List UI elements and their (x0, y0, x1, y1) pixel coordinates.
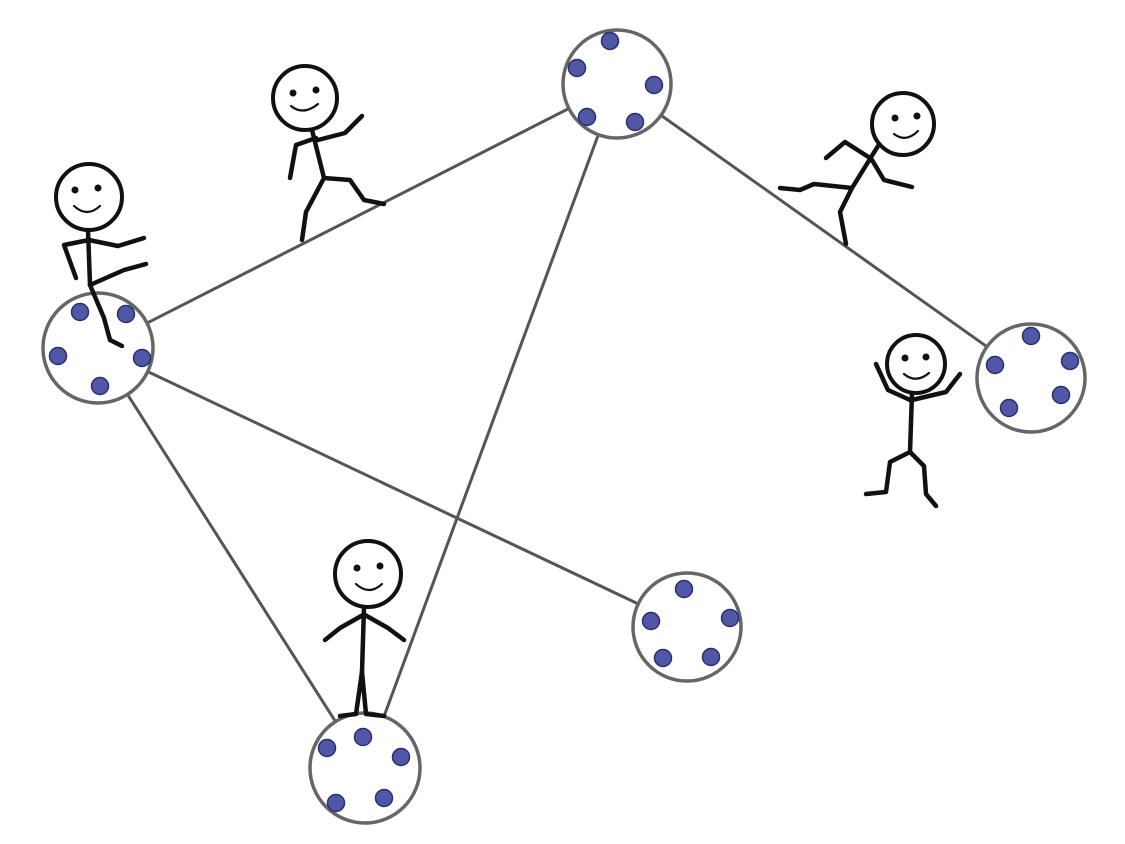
figure-layer (54, 64, 963, 719)
node-dot (391, 747, 411, 767)
network-node-1 (561, 28, 673, 140)
node-dot (326, 793, 346, 813)
edge-4 (96, 346, 689, 629)
node-dot (48, 346, 68, 366)
stick-figure-jumping (863, 333, 963, 509)
node-dot (116, 304, 136, 324)
node-dot (1060, 351, 1080, 371)
stick-figure-running-left (271, 64, 387, 243)
network-node-3 (975, 322, 1087, 434)
node-dot (674, 579, 694, 599)
node-dot (317, 738, 337, 758)
node-dot (90, 376, 110, 396)
node-dot (600, 31, 620, 51)
node-dot (720, 608, 740, 628)
node-dot (567, 58, 587, 78)
edge-2 (615, 82, 1033, 380)
node-dot (644, 75, 664, 95)
network-node-5 (308, 711, 422, 825)
node-dot (1051, 385, 1071, 405)
network-node-4 (631, 571, 743, 683)
stick-figure-standing (322, 539, 407, 719)
node-dot (1021, 326, 1041, 346)
stick-figure-kicking (54, 162, 149, 349)
node-dot (625, 112, 645, 132)
node-dot (577, 107, 597, 127)
edge-5 (96, 346, 367, 770)
node-dot (999, 398, 1019, 418)
node-dot (701, 647, 721, 667)
node-dot (353, 727, 373, 747)
node-dot (70, 302, 90, 322)
node-dot (985, 355, 1005, 375)
node-dot (641, 611, 661, 631)
network-node-2 (41, 291, 155, 405)
node-dot (653, 648, 673, 668)
stick-figure-climbing (777, 91, 936, 247)
node-dot (132, 348, 152, 368)
node-layer (41, 28, 1087, 825)
edge-1 (96, 82, 619, 350)
node-dot (374, 788, 394, 808)
edge-3 (363, 82, 619, 770)
edge-layer (96, 82, 1033, 770)
